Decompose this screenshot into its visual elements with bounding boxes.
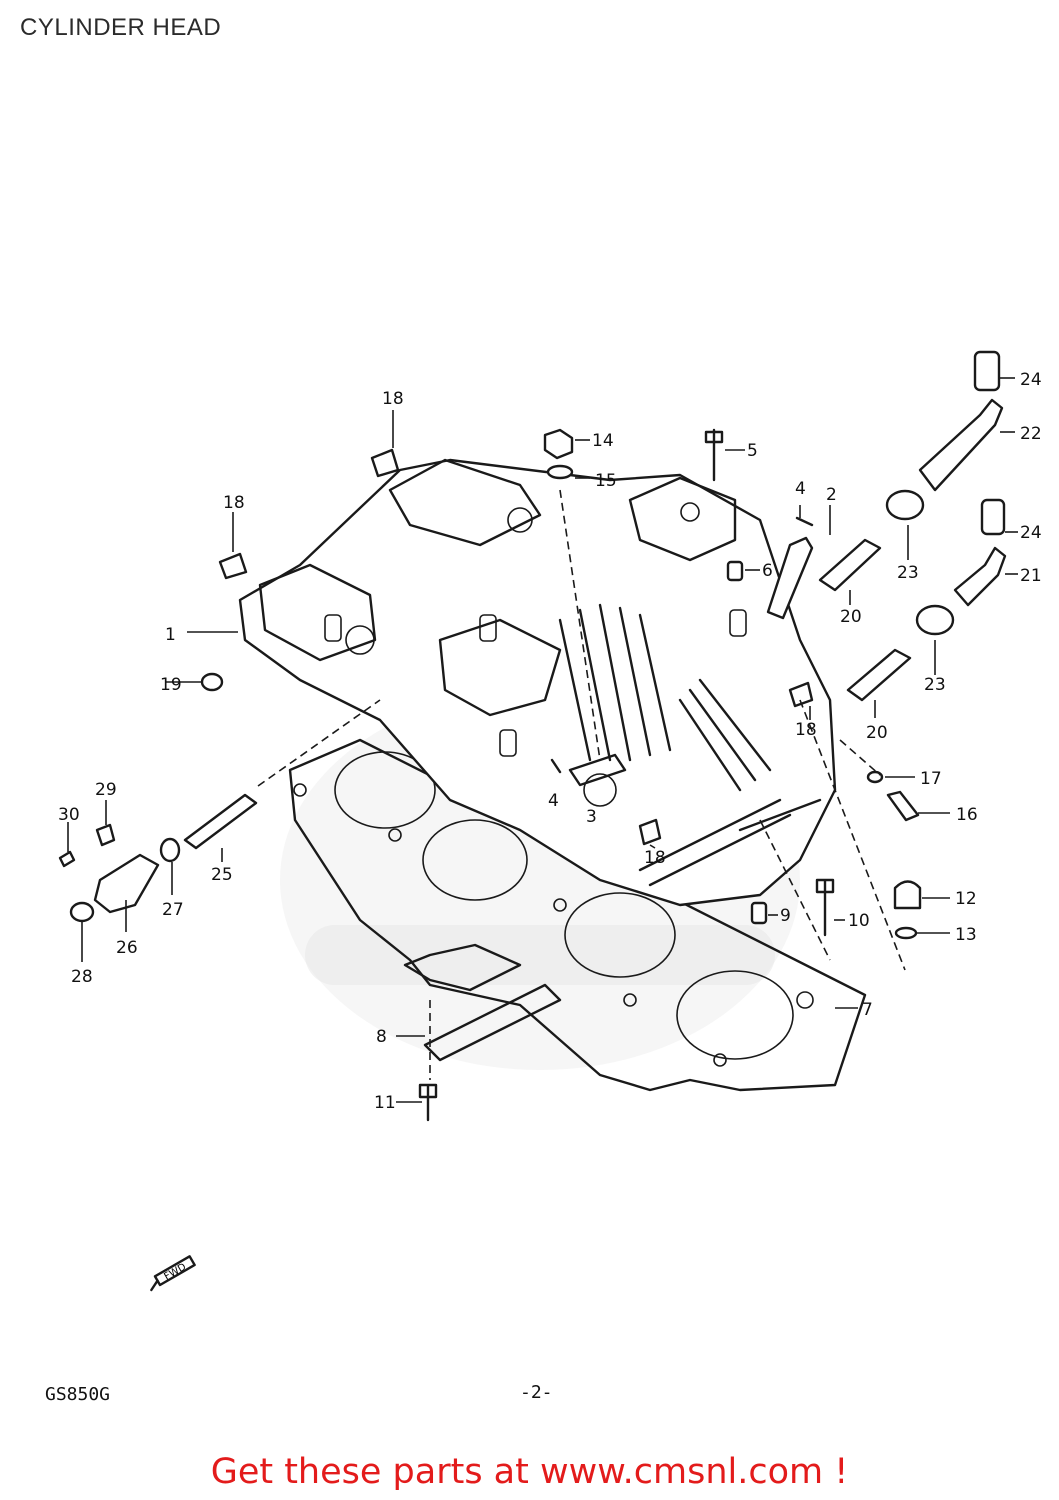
label-part-29: 29 [95,780,117,800]
part-4-lower [550,758,562,774]
cylinder-head-body [238,458,837,907]
label-part-8: 8 [376,1027,387,1047]
spark-plug-20b [846,648,912,702]
cap-nut-12 [893,880,922,910]
dowel-6 [726,560,744,582]
washer-13 [894,926,918,940]
forward-direction-mark: FWD [150,1255,196,1292]
spark-plug-20a [818,538,882,592]
tacho-shaft-25 [183,793,258,850]
label-part-16: 16 [956,805,978,825]
part-3 [568,753,627,787]
washer-17 [866,770,884,784]
screw-30 [58,850,76,868]
page-title: CYLINDER HEAD [20,14,222,41]
label-part-18a: 18 [382,389,404,409]
cap-24a [973,350,1001,392]
dowel-pin-18b [218,552,248,580]
head-gasket [288,738,867,1092]
label-part-18c: 18 [795,720,817,740]
dowel-9 [750,901,768,925]
promo-link[interactable]: Get these parts at www.cmsnl.com ! [210,1452,849,1492]
adapter-2 [766,536,814,620]
plug-19 [200,672,224,692]
label-part-23b: 23 [924,675,946,695]
label-part-24b: 24 [1020,523,1042,543]
label-part-11: 11 [374,1093,396,1113]
label-part-20b: 20 [866,723,888,743]
grommet-23b [915,604,955,636]
cap-28 [69,901,95,923]
dowel-pin-18d [638,818,662,846]
label-part-10: 10 [848,911,870,931]
label-part-25: 25 [211,865,233,885]
label-part-14: 14 [592,431,614,451]
label-part-24a: 24 [1020,370,1042,390]
bolt-11 [418,1083,438,1122]
leader-lines [67,377,1018,1103]
label-part-1: 1 [165,625,176,645]
label-part-27: 27 [162,900,184,920]
page-number: -2- [520,1382,553,1403]
grommet-23a [885,489,925,521]
washer-15 [546,464,574,480]
label-part-30: 30 [58,805,80,825]
label-part-2: 2 [826,485,837,505]
oil-seal-ring [403,943,562,1062]
label-part-26: 26 [116,938,138,958]
label-part-18b: 18 [223,493,245,513]
model-code: GS850G [45,1384,110,1405]
label-part-3: 3 [586,807,597,827]
cap-24b [980,498,1006,536]
label-part-28: 28 [71,967,93,987]
bolt-16 [886,790,920,822]
label-part-22: 22 [1020,424,1042,444]
o-ring-27 [159,837,181,863]
label-part-23a: 23 [897,563,919,583]
fwd-label: FWD [162,1261,188,1282]
label-part-4-lower: 4 [548,791,559,811]
stud-bolt-10 [815,878,835,937]
part-number-labels: 1 2 3 4 4 5 6 7 8 9 10 11 12 13 14 15 16… [58,370,1042,1113]
label-part-18d: 18 [644,848,666,868]
label-part-13: 13 [955,925,977,945]
plate-29 [95,823,116,847]
dowel-pin-18a [370,448,400,478]
hose-22 [918,398,1004,492]
label-part-15: 15 [595,471,617,491]
label-part-7: 7 [862,1000,873,1020]
label-part-17: 17 [920,769,942,789]
label-part-6: 6 [762,561,773,581]
dowel-pin-18c [788,681,814,708]
label-part-5: 5 [747,441,758,461]
label-part-9: 9 [780,906,791,926]
hose-21 [953,546,1007,607]
label-part-20a: 20 [840,607,862,627]
label-part-4-top: 4 [795,479,806,499]
housing-26 [93,853,160,914]
cap-nut-14 [543,428,574,460]
washer-4-top [795,516,814,527]
bolt-5 [704,428,724,482]
label-part-12: 12 [955,889,977,909]
label-part-19: 19 [160,675,182,695]
label-part-21: 21 [1020,566,1042,586]
